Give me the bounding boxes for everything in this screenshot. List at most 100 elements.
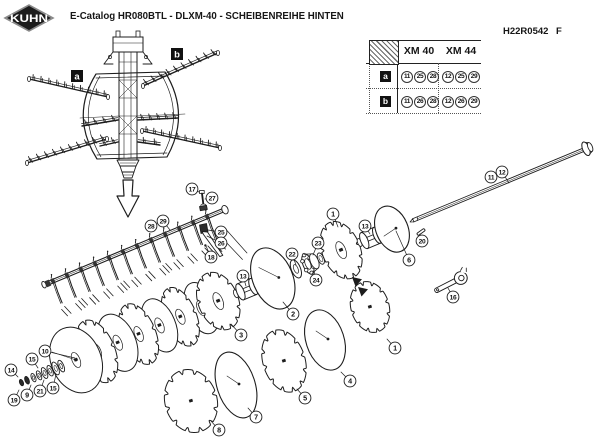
callout-21[interactable]: 21 [33,379,47,398]
callout-19[interactable]: 19 [7,389,21,407]
callout-circle-21[interactable] [33,384,47,398]
callout-circle-22[interactable] [285,247,299,261]
callout-28[interactable]: 28 [144,219,158,233]
callout-13[interactable]: 13 [358,219,372,235]
callout-26-shape[interactable] [206,235,217,241]
callout-25[interactable]: 25 [207,225,228,239]
callout-label-11[interactable]: 11 [488,174,495,181]
callout-label-1[interactable]: 1 [331,209,335,218]
callout-12-shape[interactable] [504,176,510,184]
callout-label-22[interactable]: 22 [289,251,297,258]
callout-7-shape[interactable] [247,407,253,413]
callout-circle-18[interactable] [204,250,218,264]
callout-circle-9[interactable] [20,388,34,402]
callout-label-18[interactable]: 18 [208,254,216,261]
callout-13-shape[interactable] [367,230,371,235]
callout-6[interactable]: 6 [395,230,416,267]
callout-label-15[interactable]: 15 [50,385,58,392]
callout-15-shape[interactable] [34,363,39,369]
callout-29[interactable]: 29 [156,214,171,231]
callout-24-shape[interactable] [313,270,316,275]
callout-9-shape[interactable] [28,384,32,390]
callout-label-2[interactable]: 2 [291,309,295,318]
callout-label-5[interactable]: 5 [303,393,307,402]
callout-label-28[interactable]: 28 [148,223,156,230]
callout-circle-7[interactable] [249,410,263,424]
callout-label-13[interactable]: 13 [362,223,370,230]
callout-label-12[interactable]: 12 [499,169,507,176]
callout-25-shape[interactable] [207,229,216,232]
callout-label-24[interactable]: 24 [313,277,321,284]
callout-3-shape[interactable] [230,323,238,331]
callout-5[interactable]: 5 [296,388,312,405]
callout-label-14[interactable]: 14 [8,367,16,374]
callout-label-7[interactable]: 7 [254,412,258,421]
callout-1-shape[interactable] [334,219,339,228]
callout-circle-2[interactable] [286,307,300,321]
callout-label-27[interactable]: 27 [209,195,217,202]
callout-15-shape[interactable] [53,373,57,383]
callout-16[interactable]: 16 [446,287,460,304]
callout-18-shape[interactable] [205,245,209,252]
callout-1[interactable]: 1 [326,207,340,228]
callout-20[interactable]: 20 [415,233,429,248]
callout-label-21[interactable]: 21 [37,388,45,395]
callout-5-shape[interactable] [296,388,302,394]
callout-label-1[interactable]: 1 [393,343,397,352]
callout-circle-15[interactable] [46,381,60,395]
callout-label-19[interactable]: 19 [11,397,19,404]
callout-22[interactable]: 22 [285,247,299,266]
callout-18[interactable]: 18 [204,245,218,264]
callout-15[interactable]: 15 [46,373,60,395]
callout-17[interactable]: 17 [185,182,200,196]
callout-3[interactable]: 3 [230,323,248,342]
callout-circle-23[interactable] [311,236,325,250]
callout-circle-28[interactable] [144,219,158,233]
callout-4[interactable]: 4 [340,371,357,388]
callout-6-shape[interactable] [395,230,407,255]
callout-circle-14[interactable] [4,363,18,377]
callout-circle-15[interactable] [25,352,39,366]
callout-7[interactable]: 7 [247,407,263,424]
callout-26[interactable]: 26 [206,235,228,250]
callout-15[interactable]: 15 [25,352,39,369]
callout-9[interactable]: 9 [20,384,34,402]
callout-2-shape[interactable] [282,301,290,310]
callout-22-shape[interactable] [293,259,297,266]
callout-circle-1[interactable] [326,207,340,221]
callout-circle-3[interactable] [234,328,248,342]
callout-circle-29[interactable] [156,214,170,228]
callout-circle-8[interactable] [212,423,226,437]
callout-27[interactable]: 27 [204,191,219,205]
callout-label-29[interactable]: 29 [160,218,168,225]
callout-13[interactable]: 13 [236,269,250,287]
callout-circle-26[interactable] [214,236,228,250]
callout-circle-5[interactable] [298,391,312,405]
callout-label-10[interactable]: 10 [42,348,50,355]
callout-circle-13[interactable] [358,219,372,233]
callout-label-20[interactable]: 20 [419,238,427,245]
callout-circle-10[interactable] [38,344,52,358]
callout-circle-12[interactable] [495,165,509,179]
callout-label-15[interactable]: 15 [29,356,37,363]
callout-8[interactable]: 8 [210,420,226,437]
callout-2[interactable]: 2 [282,301,300,321]
callout-19-shape[interactable] [16,389,20,396]
callout-12[interactable]: 12 [495,165,510,184]
callout-label-8[interactable]: 8 [217,425,221,434]
callout-label-25[interactable]: 25 [218,229,226,236]
callout-10[interactable]: 10 [38,344,76,359]
callout-23-shape[interactable] [312,248,317,256]
callout-label-9[interactable]: 9 [25,390,29,399]
callout-1-shape[interactable] [386,338,392,344]
callout-1[interactable]: 1 [386,338,402,355]
callout-label-13[interactable]: 13 [240,273,248,280]
callout-circle-16[interactable] [446,290,460,304]
callout-8-shape[interactable] [210,420,216,426]
callout-24[interactable]: 24 [309,270,323,287]
callout-23[interactable]: 23 [311,236,325,256]
callout-13-shape[interactable] [244,281,247,287]
callout-circle-17[interactable] [185,182,199,196]
callout-4-shape[interactable] [340,371,347,378]
callout-label-3[interactable]: 3 [239,330,243,339]
